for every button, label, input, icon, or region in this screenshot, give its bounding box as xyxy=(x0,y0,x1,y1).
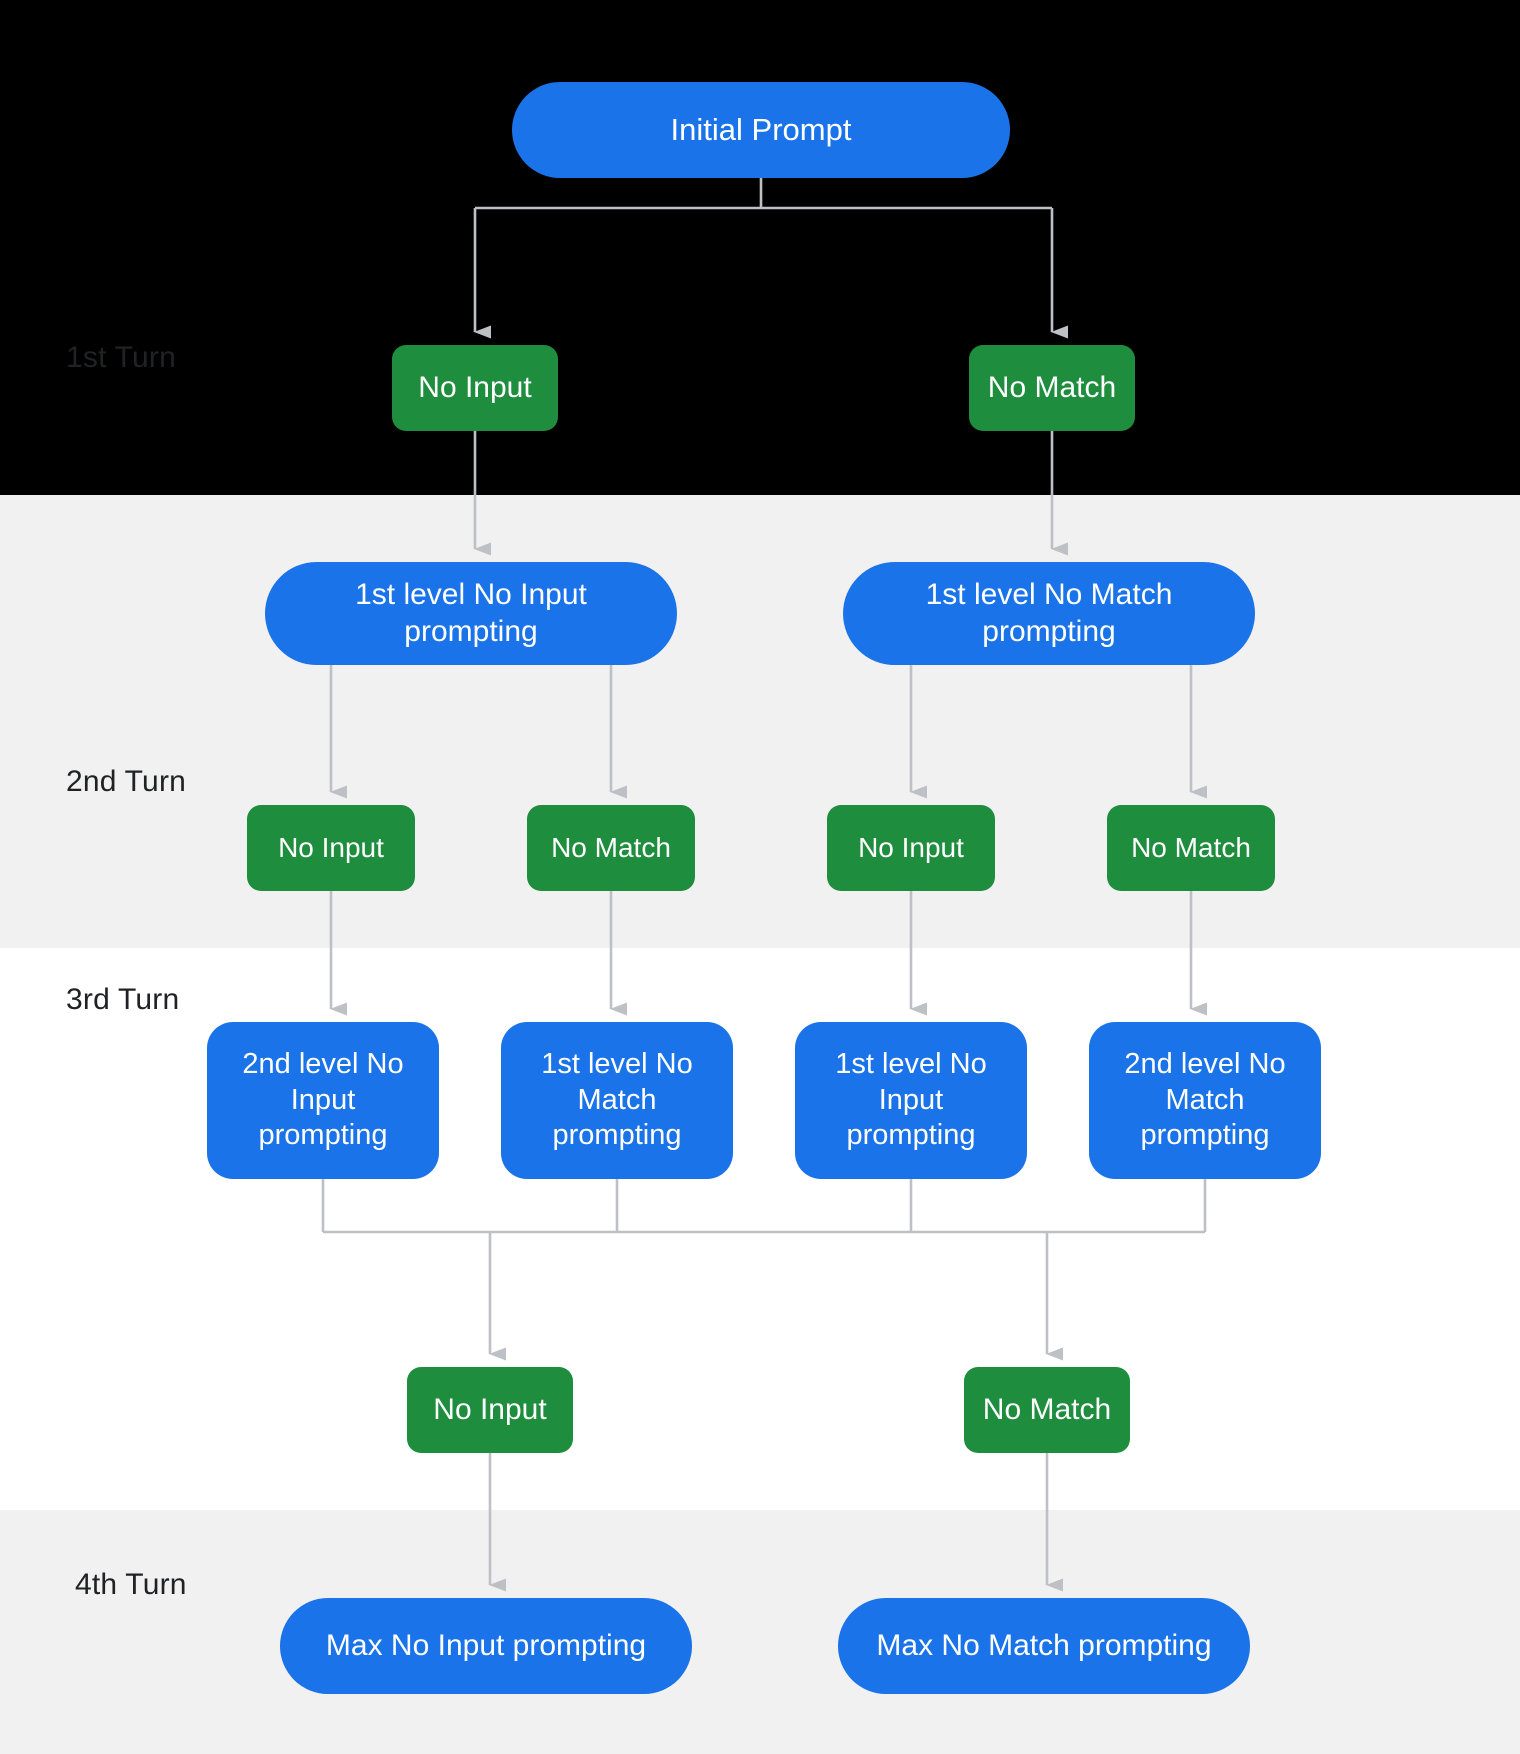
band-2nd-turn xyxy=(0,495,1520,948)
band-4th-turn xyxy=(0,1510,1520,1754)
node-initial-prompt[interactable]: Initial Prompt xyxy=(512,82,1010,178)
node-2nd-level-no-match-prompting[interactable]: 2nd level No Match prompting xyxy=(1089,1022,1321,1179)
turn-label-4th: 4th Turn xyxy=(75,1568,187,1601)
node-2nd-turn-no-match-a[interactable]: No Match xyxy=(527,805,695,891)
node-1st-level-no-match-prompting[interactable]: 1st level No Match prompting xyxy=(843,562,1255,665)
turn-label-3rd: 3rd Turn xyxy=(66,983,180,1016)
node-1st-turn-no-input[interactable]: No Input xyxy=(392,345,558,431)
node-2nd-level-no-input-prompting[interactable]: 2nd level No Input prompting xyxy=(207,1022,439,1179)
node-1st-turn-no-match[interactable]: No Match xyxy=(969,345,1135,431)
node-3rd-turn-no-input[interactable]: No Input xyxy=(407,1367,573,1453)
node-2nd-turn-no-match-b[interactable]: No Match xyxy=(1107,805,1275,891)
node-1st-level-no-input-prompting-2[interactable]: 1st level No Input prompting xyxy=(795,1022,1027,1179)
node-2nd-turn-no-input-a[interactable]: No Input xyxy=(247,805,415,891)
node-1st-level-no-match-prompting-2[interactable]: 1st level No Match prompting xyxy=(501,1022,733,1179)
turn-label-1st: 1st Turn xyxy=(66,341,176,374)
node-2nd-turn-no-input-b[interactable]: No Input xyxy=(827,805,995,891)
node-1st-level-no-input-prompting[interactable]: 1st level No Input prompting xyxy=(265,562,677,665)
node-max-no-match-prompting[interactable]: Max No Match prompting xyxy=(838,1598,1250,1694)
band-1st-turn xyxy=(0,0,1520,495)
turn-label-2nd: 2nd Turn xyxy=(66,765,187,798)
node-max-no-input-prompting[interactable]: Max No Input prompting xyxy=(280,1598,692,1694)
node-3rd-turn-no-match[interactable]: No Match xyxy=(964,1367,1130,1453)
